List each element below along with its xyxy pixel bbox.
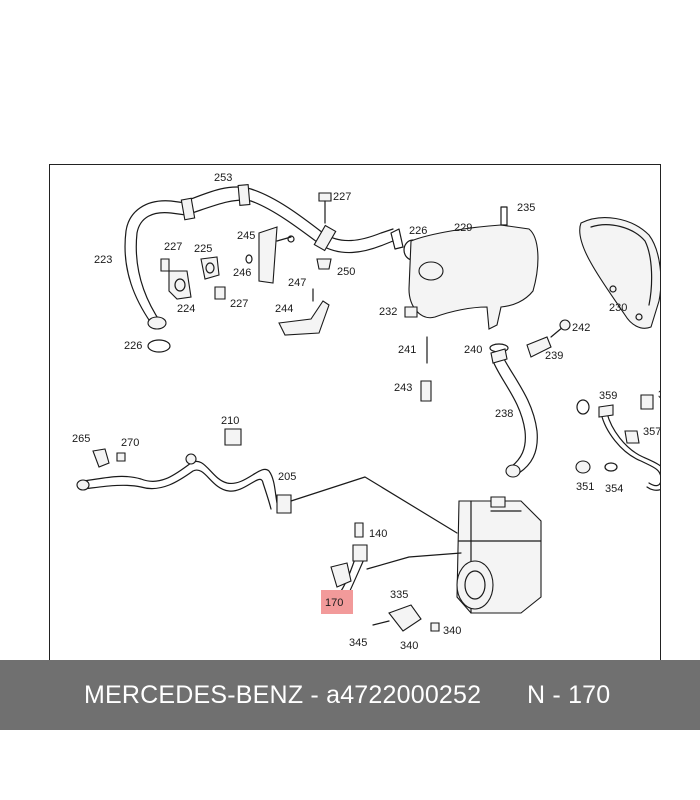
diagram-position: N - 170 — [527, 680, 611, 709]
label-345: 345 — [349, 637, 367, 649]
plug-210 — [224, 428, 242, 446]
label-340: 340 — [443, 625, 461, 637]
label-247: 247 — [288, 277, 306, 289]
hose-238 — [490, 348, 538, 478]
bracket-225 — [200, 256, 220, 280]
label-253: 253 — [214, 172, 232, 184]
bracket-335 — [372, 604, 440, 632]
cover-230 — [579, 217, 660, 329]
bracket-245 — [245, 226, 295, 284]
brand-part-number: MERCEDES-BENZ - a4722000252 — [84, 680, 482, 709]
label-227: 227 — [333, 191, 351, 203]
label-355: 355 — [658, 389, 660, 401]
label-205: 205 — [278, 471, 296, 483]
parts-diagram: 253 227 223 227 225 245 246 224 227 226 … — [72, 172, 660, 652]
label-229: 229 — [454, 222, 472, 234]
label-170: 170 — [325, 597, 343, 609]
clip-239 — [526, 319, 571, 358]
label-243: 243 — [394, 382, 412, 394]
label-241: 241 — [398, 344, 416, 356]
bracket-244 — [278, 288, 330, 336]
leader-lines — [290, 476, 462, 570]
label-265: 265 — [72, 433, 90, 445]
label-227: 227 — [230, 298, 248, 310]
label-357: 357 — [643, 426, 660, 438]
label-232: 232 — [379, 306, 397, 318]
label-359: 359 — [599, 390, 617, 402]
bracket-224 — [168, 270, 192, 300]
label-224: 224 — [177, 303, 195, 315]
label-239: 239 — [545, 350, 563, 362]
pipe-170 — [330, 522, 368, 598]
label-140: 140 — [369, 528, 387, 540]
compressor — [456, 496, 542, 614]
label-246: 246 — [233, 267, 251, 279]
label-225: 225 — [194, 243, 212, 255]
label-354: 354 — [605, 483, 623, 495]
label-230: 230 — [609, 302, 627, 314]
footer-bar: MERCEDES-BENZ - a4722000252 N - 170 — [0, 660, 700, 730]
label-340: 340 — [400, 640, 418, 652]
pipe-205 — [76, 453, 292, 514]
reservoir-229 — [404, 206, 539, 402]
label-270: 270 — [121, 437, 139, 449]
label-238: 238 — [495, 408, 513, 420]
label-335: 335 — [390, 589, 408, 601]
label-223: 223 — [94, 254, 112, 266]
air-hose-223 — [124, 184, 423, 353]
part-labels: 253 227 223 227 225 245 246 224 227 226 … — [72, 172, 660, 652]
label-210: 210 — [221, 415, 239, 427]
label-235: 235 — [517, 202, 535, 214]
label-240: 240 — [464, 344, 482, 356]
label-227: 227 — [164, 241, 182, 253]
nut-250 — [316, 258, 332, 270]
clamp-265 — [92, 448, 126, 468]
highlight-170 — [321, 590, 353, 614]
line-348 — [575, 394, 660, 491]
bolt-227 — [160, 192, 332, 300]
label-250: 250 — [337, 266, 355, 278]
label-245: 245 — [237, 230, 255, 242]
label-351: 351 — [576, 481, 594, 493]
label-226: 226 — [409, 225, 427, 237]
label-226: 226 — [124, 340, 142, 352]
diagram-frame: 253 227 223 227 225 245 246 224 227 226 … — [49, 164, 661, 661]
label-242: 242 — [572, 322, 590, 334]
label-244: 244 — [275, 303, 293, 315]
